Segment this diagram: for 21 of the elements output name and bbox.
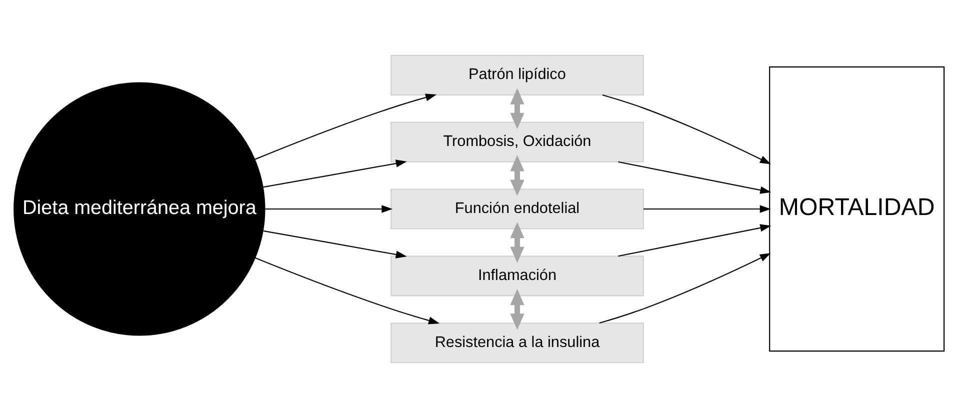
node-box: Trombosis, Oxidación	[390, 121, 644, 162]
arrow	[510, 288, 524, 330]
node-box: MORTALIDAD	[768, 66, 944, 352]
arrow	[510, 222, 524, 262]
node-circle: Dieta mediterránea mejora	[13, 82, 265, 336]
arrow	[602, 94, 770, 164]
arrow	[510, 154, 524, 196]
arrow	[254, 256, 440, 324]
node-box: Inflamación	[390, 255, 644, 296]
arrow	[254, 93, 436, 160]
arrow	[618, 224, 771, 256]
node-box: Resistencia a la insulina	[390, 322, 644, 363]
arrow	[510, 88, 524, 129]
arrow	[264, 204, 392, 212]
arrow	[598, 252, 770, 324]
node-box: Patrón lipídico	[390, 54, 644, 95]
arrow	[262, 159, 406, 188]
arrow	[618, 160, 771, 194]
node-box: Función endotelial	[390, 188, 644, 229]
arrow	[262, 230, 406, 258]
arrow	[643, 204, 770, 212]
